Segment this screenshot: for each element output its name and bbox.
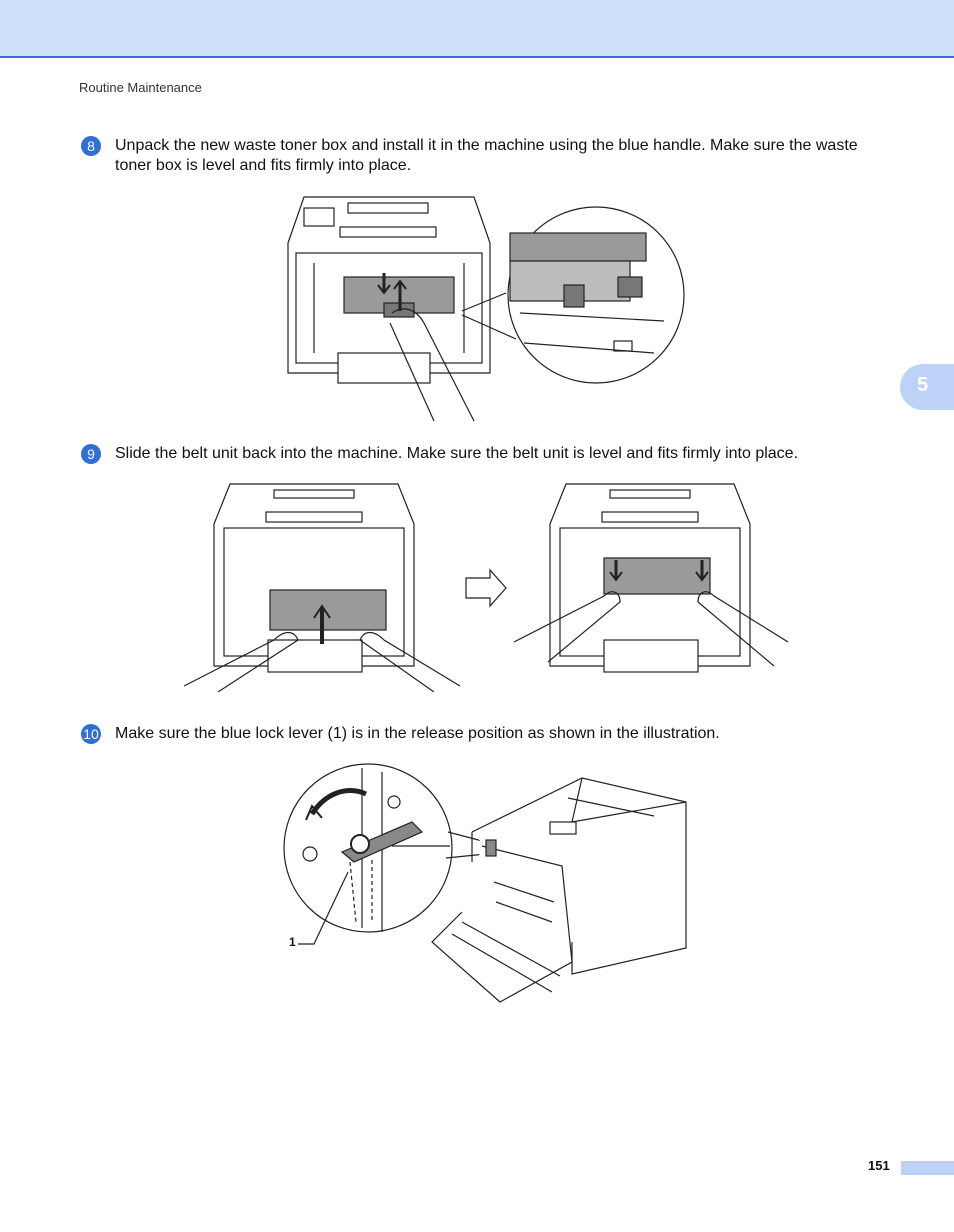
step-instruction: Make sure the blue lock lever (1) is in … [115, 725, 720, 742]
step-9: 9 Slide the belt unit back into the mach… [81, 444, 901, 468]
step-number-badge: 8 [81, 136, 101, 156]
figure-lock-lever [282, 762, 692, 1012]
step-number-badge: 9 [81, 444, 101, 464]
waste-toner-illustration [287, 196, 685, 422]
step-instruction: Unpack the new waste toner box and insta… [115, 137, 858, 174]
lock-lever-illustration [283, 763, 687, 1003]
step-number-badge: 10 [81, 724, 101, 744]
page-number-bar [901, 1161, 954, 1175]
step-instruction: Slide the belt unit back into the machin… [115, 445, 799, 462]
step-8: 8 Unpack the new waste toner box and ins… [81, 136, 901, 180]
step-10: 10 Make sure the blue lock lever (1) is … [81, 724, 901, 748]
belt-unit-illustration [184, 483, 789, 692]
chapter-number: 5 [917, 374, 929, 396]
page-number: 151 [868, 1158, 890, 1173]
figure-waste-toner-install [284, 193, 689, 423]
header-band [0, 0, 954, 58]
figure-belt-unit-install [184, 480, 794, 692]
section-title: Routine Maintenance [79, 80, 202, 95]
callout-lock-lever: 1 [289, 935, 296, 949]
chapter-tab[interactable]: 5 [900, 364, 954, 410]
